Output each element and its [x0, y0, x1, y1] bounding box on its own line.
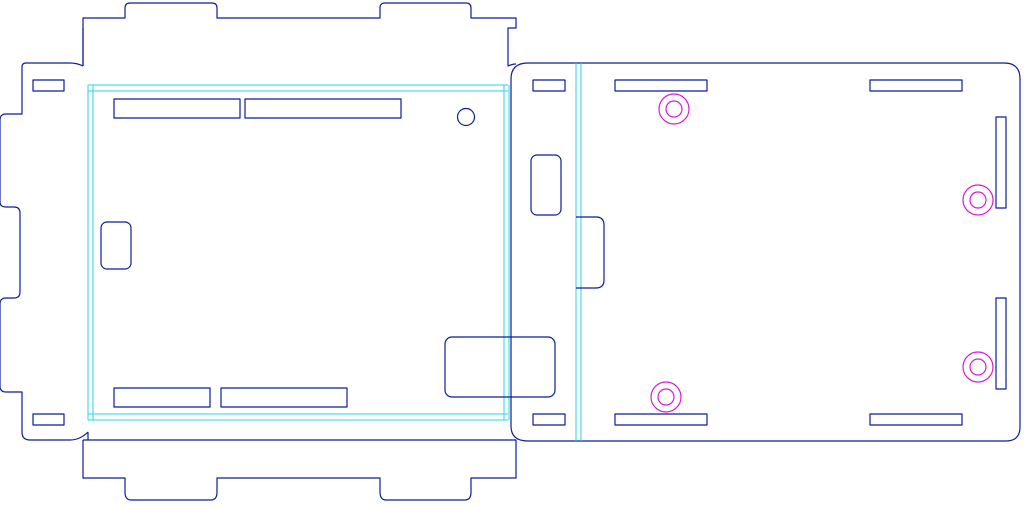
- box-net-left-flap: [0, 28, 89, 441]
- lid-fold-lines: [575, 63, 582, 441]
- box-net-slots: [32, 79, 556, 426]
- box-net-bottom-edge: [83, 432, 508, 441]
- standoff-mark: [650, 381, 682, 413]
- lid-slots: [530, 79, 1007, 426]
- lid-handle-tab: [576, 216, 605, 289]
- standoff-mark: [658, 93, 690, 125]
- standoff-marks: [650, 93, 994, 413]
- standoff-mark: [962, 351, 994, 383]
- box-net-outline: [82, 2, 517, 501]
- standoff-mark: [962, 184, 994, 216]
- box-net-fold-lines: [87, 84, 510, 421]
- lid-plate-outline: [510, 62, 1021, 442]
